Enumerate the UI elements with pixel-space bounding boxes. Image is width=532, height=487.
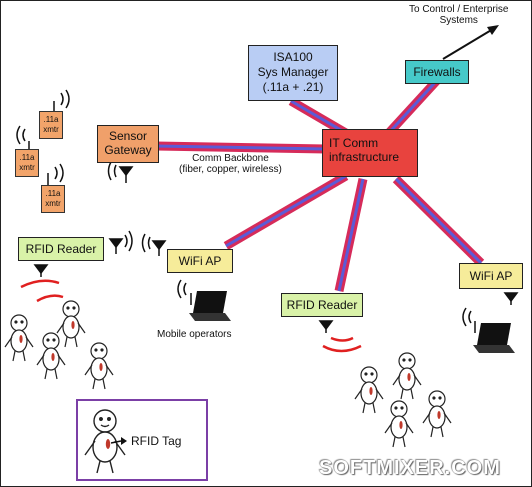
antenna-icon <box>33 264 49 277</box>
rfid-tag-label: RFID Tag <box>131 434 182 448</box>
person-icon <box>354 366 384 414</box>
person-icon <box>36 332 66 380</box>
person-icon <box>392 352 422 400</box>
antenna-icon <box>462 307 476 333</box>
person-icon <box>384 400 414 448</box>
watermark: SOFTMIXER.COM <box>319 457 501 479</box>
antenna-icon <box>107 161 134 183</box>
link-wifi-right-itcomm <box>392 175 485 267</box>
sensor-gateway-line-1: Sensor <box>108 129 148 143</box>
enterprise-label: To Control / Enterprise Systems <box>409 4 509 26</box>
backbone-label: Comm Backbone (fiber, copper, wireless) <box>179 153 282 175</box>
sys-manager-line-3: (.11a + .21) <box>262 80 324 94</box>
sys-manager-node[interactable]: ISA100 Sys Manager (.11a + .21) <box>248 45 338 101</box>
person-icon <box>84 342 114 390</box>
laptop-icons <box>189 291 515 353</box>
wifi-ap-right-node[interactable]: WiFi AP <box>459 263 523 289</box>
link-firewalls-itcomm <box>382 72 445 140</box>
firewalls-node[interactable]: Firewalls <box>405 60 469 84</box>
antenna-icon <box>47 163 64 185</box>
link-wifi-left-itcomm <box>223 172 349 250</box>
xmtr-node[interactable]: .11a xmtr <box>15 149 39 177</box>
backbone-links <box>155 72 485 292</box>
antenna-icon <box>177 279 192 305</box>
it-comm-line-2: infrastructure <box>329 150 400 164</box>
antenna-icons <box>16 89 519 333</box>
link-rfid-center-itcomm <box>334 178 368 292</box>
person-icon <box>422 390 452 438</box>
person-icon <box>56 300 86 348</box>
link-gateway-itcomm <box>155 141 327 154</box>
firewalls-label: Firewalls <box>413 65 461 79</box>
laptop-icon <box>473 323 515 353</box>
antenna-icon <box>53 89 70 113</box>
xmtr-node[interactable]: .11a xmtr <box>39 111 63 139</box>
antenna-icon <box>108 230 133 254</box>
sensor-gateway-node[interactable]: Sensor Gateway <box>97 125 159 163</box>
rfid-reader-left-node[interactable]: RFID Reader <box>18 237 104 261</box>
xmtr-node[interactable]: .11a xmtr <box>41 185 65 213</box>
it-comm-line-1: IT Comm <box>329 136 379 150</box>
antenna-icon <box>141 233 167 256</box>
sys-manager-line-2: Sys Manager <box>257 65 329 79</box>
antenna-icon <box>318 320 334 333</box>
rfid-tag-callout <box>76 399 208 481</box>
mobile-operators-label: Mobile operators <box>157 329 232 340</box>
sensor-gateway-line-2: Gateway <box>104 143 152 157</box>
it-comm-node[interactable]: IT Comm infrastructure <box>322 129 418 177</box>
antenna-icon <box>503 292 519 305</box>
enterprise-arrow <box>442 25 499 60</box>
laptop-icon <box>189 291 231 321</box>
people-icons <box>4 300 452 448</box>
rfid-reader-center-node[interactable]: RFID Reader <box>281 293 363 317</box>
person-icon <box>84 409 126 474</box>
person-icon <box>4 314 34 362</box>
sys-manager-line-1: ISA100 <box>273 50 313 64</box>
wifi-ap-left-node[interactable]: WiFi AP <box>167 249 233 273</box>
signal-arcs <box>20 279 362 353</box>
